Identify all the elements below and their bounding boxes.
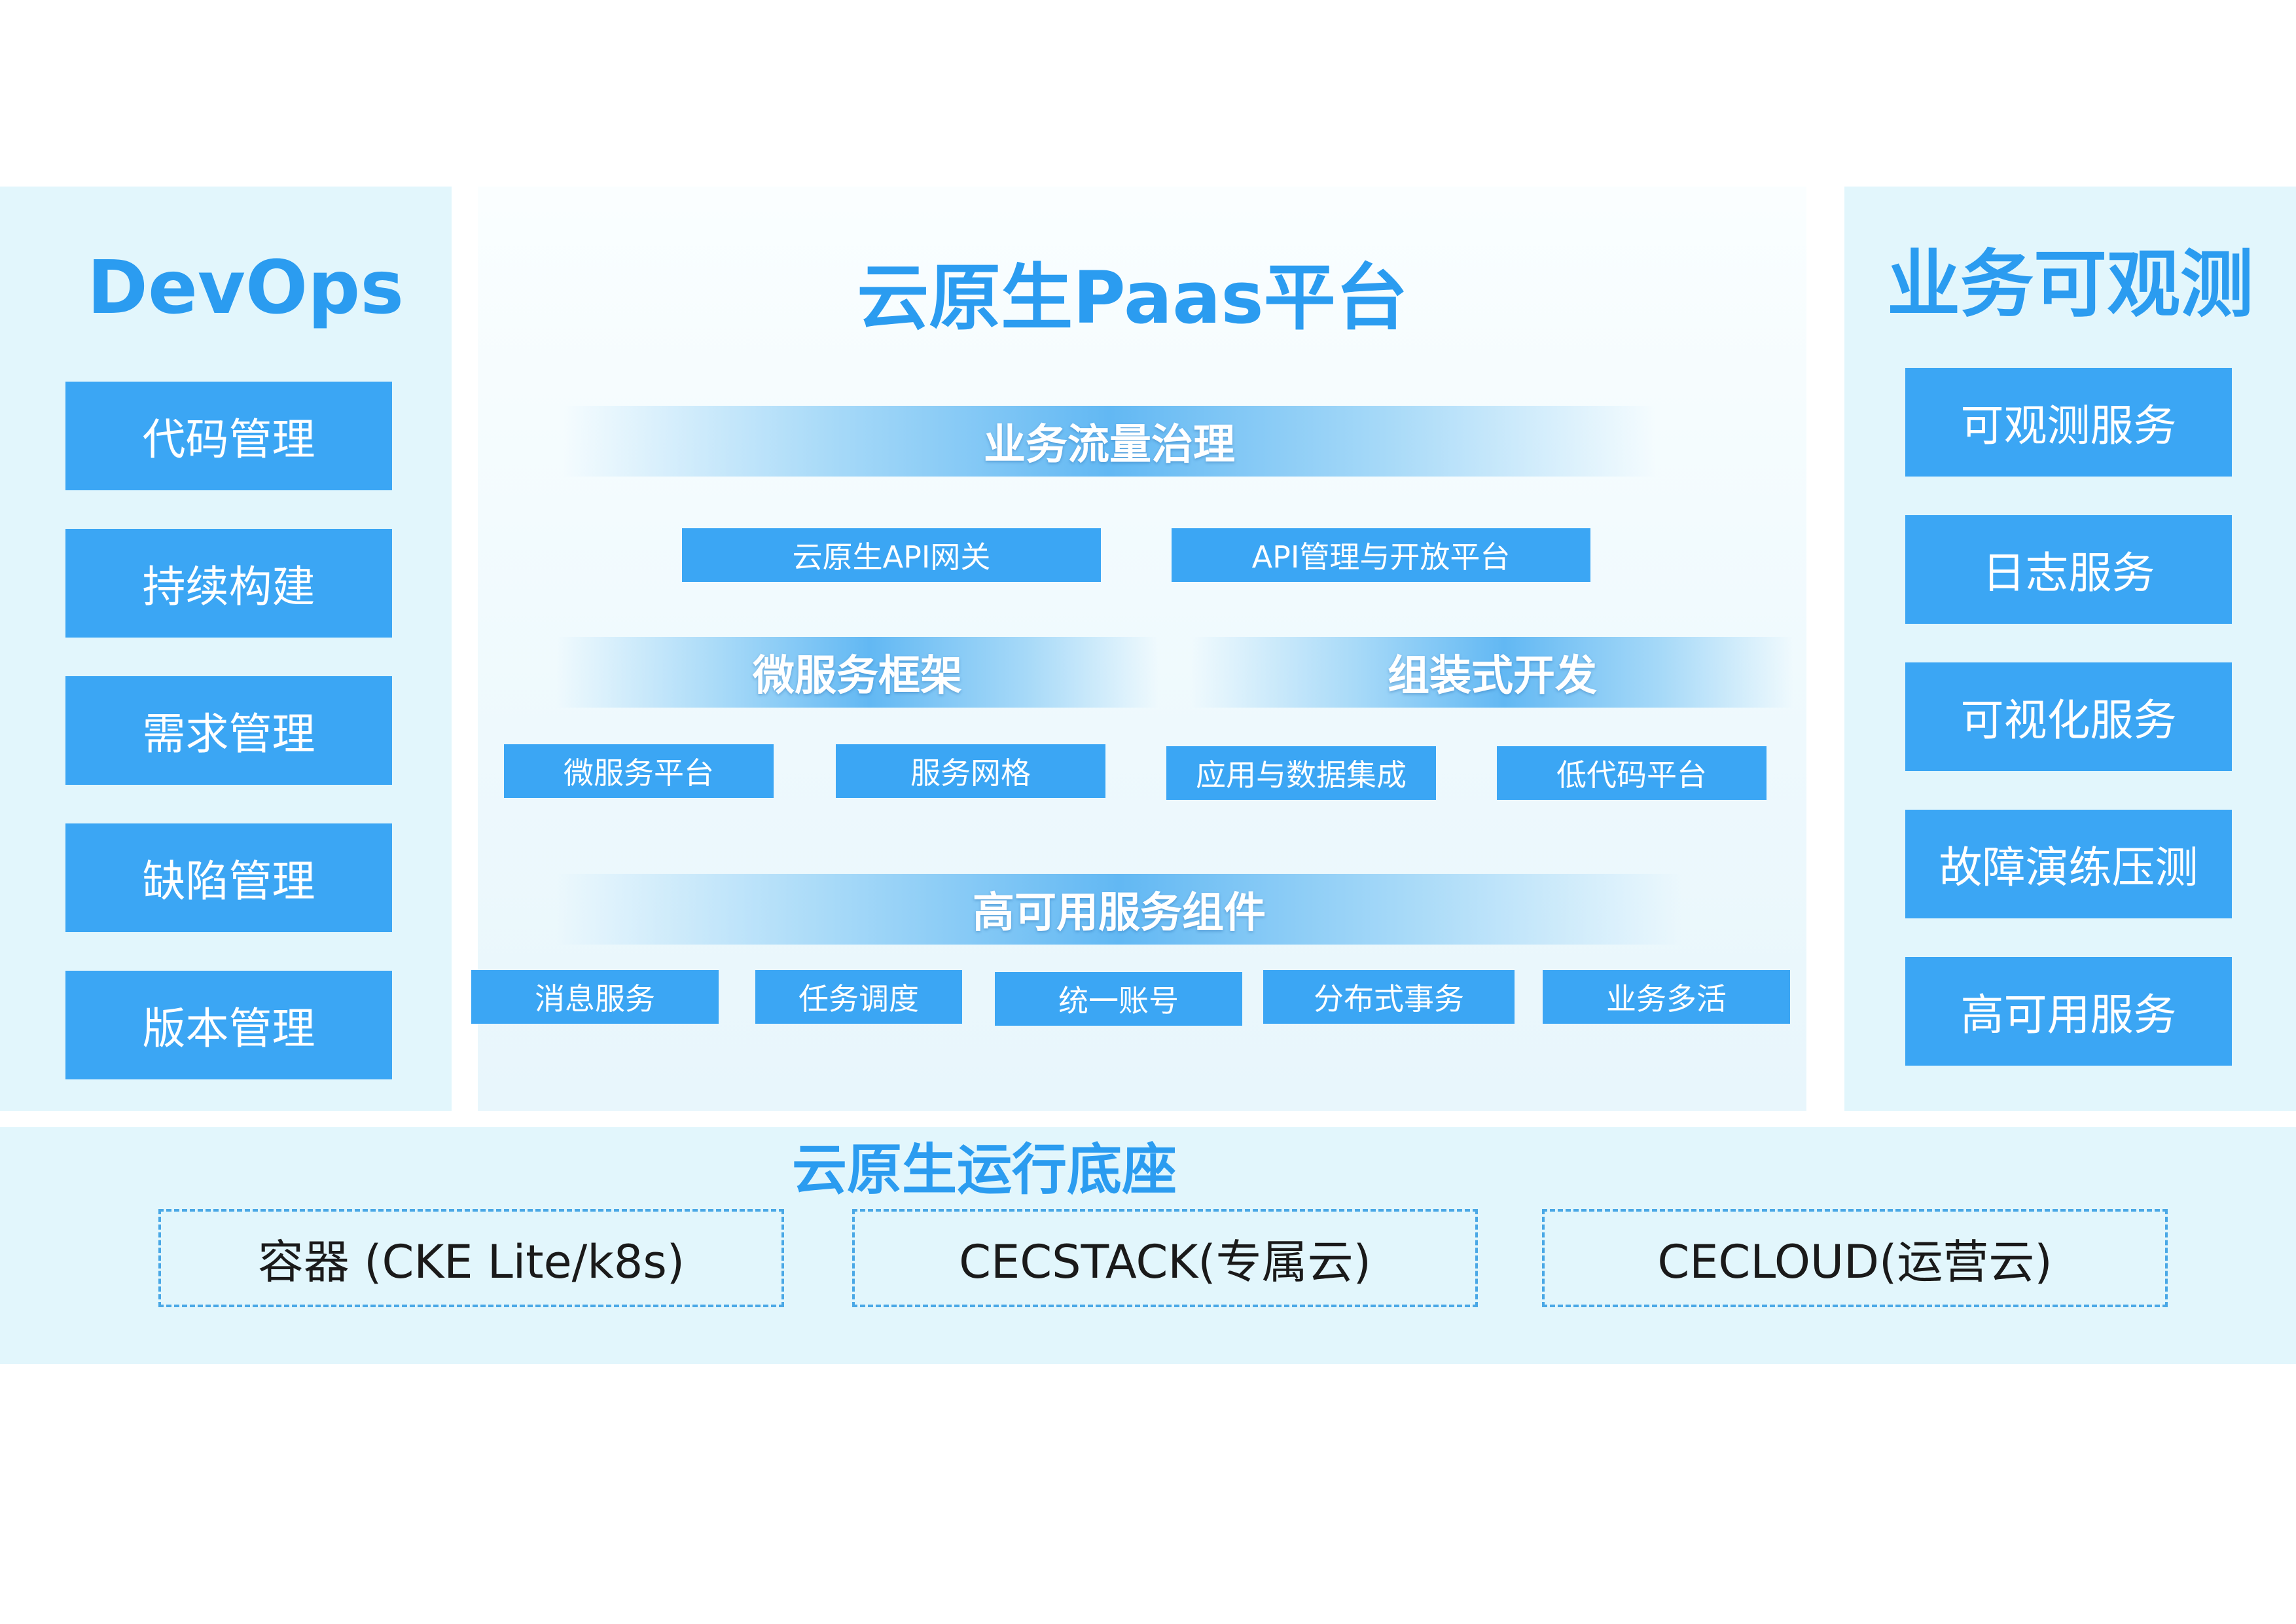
container-cke-lite-k8s[interactable]: 容器 (CKE Lite/k8s) <box>158 1209 784 1307</box>
traffic-governance-band: 业务流量治理 <box>563 406 1656 477</box>
devops-item-defect-management[interactable]: 缺陷管理 <box>65 823 392 932</box>
task-scheduling[interactable]: 任务调度 <box>755 970 962 1024</box>
observability-panel: 业务可观测 可观测服务 日志服务 可视化服务 故障演练压测 高可用服务 <box>1844 187 2296 1111</box>
ha-components-band: 高可用服务组件 <box>556 874 1682 945</box>
devops-item-continuous-build[interactable]: 持续构建 <box>65 529 392 638</box>
runtime-panel: 云原生运行底座 容器 (CKE Lite/k8s) CECSTACK(专属云) … <box>0 1127 2296 1364</box>
devops-item-code-management[interactable]: 代码管理 <box>65 382 392 490</box>
composable-development-band: 组装式开发 <box>1191 637 1793 708</box>
paas-title: 云原生Paas平台 <box>857 256 1408 340</box>
application-data-integration[interactable]: 应用与数据集成 <box>1166 746 1436 800</box>
visualization-service[interactable]: 可视化服务 <box>1905 662 2232 771</box>
cecstack-dedicated-cloud[interactable]: CECSTACK(专属云) <box>852 1209 1478 1307</box>
business-multi-active[interactable]: 业务多活 <box>1543 970 1790 1024</box>
api-management-open-platform[interactable]: API管理与开放平台 <box>1172 528 1590 582</box>
fault-drill-stress-test[interactable]: 故障演练压测 <box>1905 810 2232 918</box>
cecloud-operations-cloud[interactable]: CECLOUD(运营云) <box>1542 1209 2168 1307</box>
observability-title: 业务可观测 <box>1887 242 2253 327</box>
paas-panel: 云原生Paas平台 业务流量治理 云原生API网关 API管理与开放平台 微服务… <box>471 187 1806 1111</box>
unified-account[interactable]: 统一账号 <box>995 972 1242 1026</box>
messaging-service[interactable]: 消息服务 <box>471 970 719 1024</box>
cloud-native-api-gateway[interactable]: 云原生API网关 <box>682 528 1101 582</box>
log-service[interactable]: 日志服务 <box>1905 515 2232 624</box>
devops-item-requirement-management[interactable]: 需求管理 <box>65 676 392 785</box>
service-mesh[interactable]: 服务网格 <box>836 744 1105 798</box>
devops-item-version-management[interactable]: 版本管理 <box>65 971 392 1079</box>
low-code-platform[interactable]: 低代码平台 <box>1497 746 1767 800</box>
observability-service[interactable]: 可观测服务 <box>1905 368 2232 477</box>
high-availability-service[interactable]: 高可用服务 <box>1905 957 2232 1066</box>
runtime-title: 云原生运行底座 <box>791 1138 1177 1202</box>
microservice-platform[interactable]: 微服务平台 <box>504 744 774 798</box>
microservice-framework-band: 微服务框架 <box>556 637 1158 708</box>
devops-title: DevOps <box>87 245 404 331</box>
devops-panel: DevOps 代码管理 持续构建 需求管理 缺陷管理 版本管理 <box>0 187 452 1111</box>
distributed-transaction[interactable]: 分布式事务 <box>1263 970 1515 1024</box>
